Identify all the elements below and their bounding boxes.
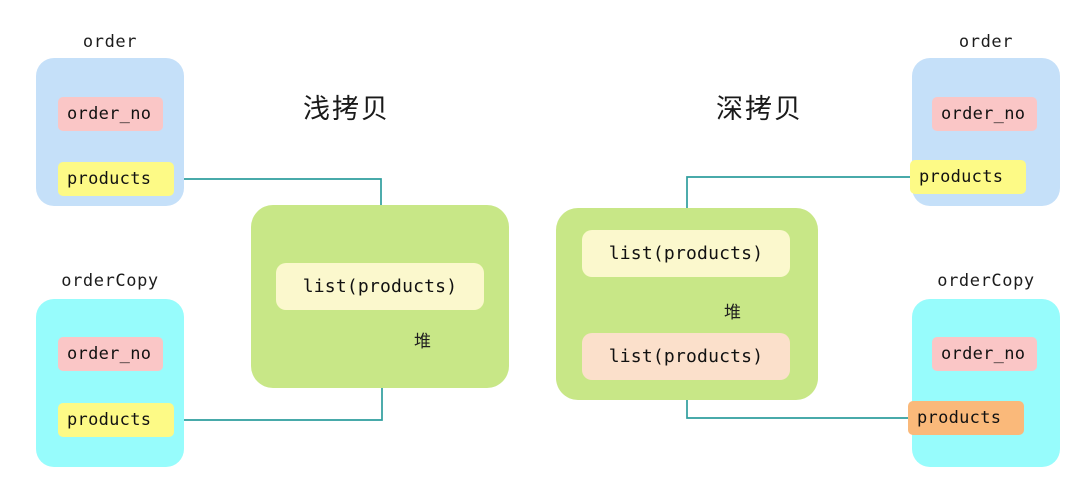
heap-slot-copied-list: list(products) <box>582 333 790 380</box>
field-products-right-copy: products <box>908 401 1024 435</box>
heap-label-deep: 堆 <box>724 303 741 323</box>
order-object-box-left: order_no products <box>36 58 184 206</box>
ordercopy-box-label-left: orderCopy <box>61 271 159 291</box>
heap-box-shallow: list(products) 堆 <box>251 205 509 388</box>
field-order-no-left-copy: order_no <box>58 337 163 371</box>
order-object-box-right: order_no products <box>910 58 1060 206</box>
order-box-label-left: order <box>82 32 138 52</box>
ordercopy-box-label-right: orderCopy <box>937 271 1035 291</box>
ordercopy-object-box-left: order_no products <box>36 299 184 467</box>
heap-box-deep: list(products) 堆 list(products) <box>556 208 818 400</box>
section-title-deep: 深拷贝 <box>716 94 803 125</box>
field-products-right-order: products <box>910 160 1026 194</box>
field-order-no-left-order: order_no <box>58 97 163 131</box>
order-box-label-right: order <box>958 32 1014 52</box>
heap-slot-shared-list: list(products) <box>276 263 484 310</box>
heap-label-shallow: 堆 <box>414 332 431 352</box>
section-title-shallow: 浅拷贝 <box>303 94 390 125</box>
field-products-left-copy: products <box>58 403 174 437</box>
field-order-no-right-copy: order_no <box>932 337 1037 371</box>
field-products-left-order: products <box>58 162 174 196</box>
heap-slot-original-list: list(products) <box>582 230 790 277</box>
field-order-no-right-order: order_no <box>932 97 1037 131</box>
ordercopy-object-box-right: order_no products <box>908 299 1060 467</box>
